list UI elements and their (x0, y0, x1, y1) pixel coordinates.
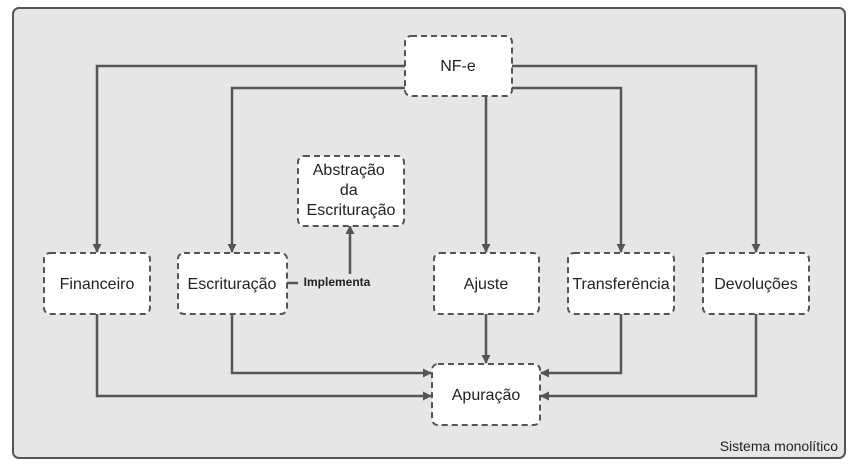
edge-nfe-escrituracao (227, 86, 405, 253)
edge-escrituracao-apuracao (230, 314, 432, 378)
edge-devolucoes-apuracao (540, 314, 758, 401)
edge-nfe-transferencia (512, 86, 626, 253)
system-container (12, 7, 846, 459)
edge-financeiro-apuracao (95, 314, 432, 401)
node-apuracao-label: Apuração (452, 387, 521, 404)
node-transferencia-box (567, 252, 675, 315)
node-escrituracao-label: Escrituração (188, 276, 277, 293)
node-abstracao-label: Abstração da Escrituração (307, 162, 396, 219)
node-ajuste-label: Ajuste (464, 276, 509, 293)
node-nfe-box (404, 35, 513, 97)
node-devolucoes-label: Devoluções (714, 276, 798, 293)
node-nfe-label: NF-e (440, 58, 476, 75)
node-apuracao-box (431, 363, 541, 426)
edge-nfe-financeiro (92, 64, 405, 253)
node-abstracao-box (297, 155, 405, 227)
implementa-label-bg (298, 274, 376, 290)
node-financeiro-box (43, 252, 151, 315)
nodes (43, 35, 810, 426)
node-abstracao-line-3: Escrituração (307, 202, 396, 219)
node-transferencia-label: Transferência (572, 276, 669, 293)
container-label: Sistema monolítico (720, 438, 838, 454)
node-abstracao-line-1: Abstração (313, 162, 385, 179)
node-escrituracao-box (177, 252, 288, 315)
node-abstracao-line-2: da (340, 182, 358, 199)
edges (92, 64, 761, 401)
edge-transferencia-apuracao (540, 314, 623, 378)
node-ajuste-box (433, 252, 540, 315)
edge-nfe-devolucoes (512, 64, 761, 253)
edge-label-implementa: Implementa (304, 275, 371, 289)
node-devolucoes-box (702, 252, 810, 315)
node-financeiro-label: Financeiro (60, 276, 135, 293)
